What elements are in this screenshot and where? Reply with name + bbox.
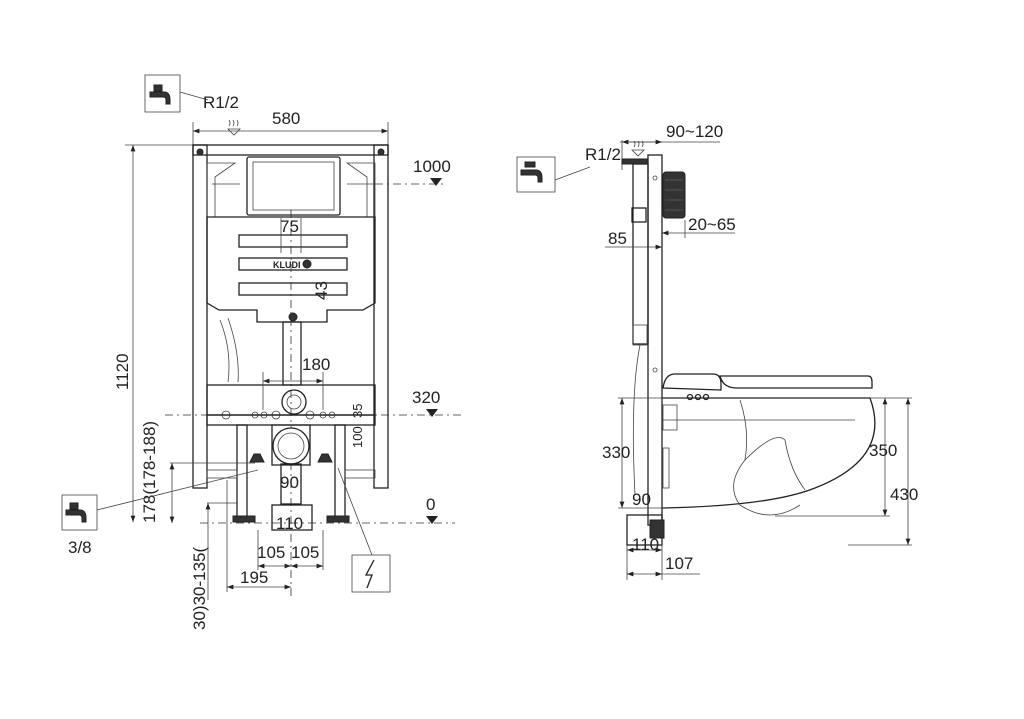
side-drain-dimension: 330 [602,443,630,462]
support-dimension: 195 [240,568,268,587]
left-spacing-dimension: 105 [257,543,285,562]
frame-depth-dimension: 85 [608,229,627,248]
tap-icon [144,74,209,113]
side-supply-label: R1/2 [585,145,621,164]
tap-icon [516,156,591,193]
floor-level: 0 [426,495,435,514]
side-outlet-dimension: 110 [632,535,659,554]
hot-water-icon [631,140,645,157]
width-dimension: 580 [272,109,300,128]
front-view: R1/2 580 1120 1000 KLUDI 75 [61,74,465,630]
depth-dimension: 90~120 [666,122,723,141]
toilet-bowl [661,373,876,516]
connector-dimension: 90 [280,473,299,492]
actuator-height-dimension: 1000 [413,157,451,176]
level-marker-icon [430,178,442,186]
slot-spacing-dimension: 43 [312,281,331,300]
brand-logo: KLUDI [273,260,301,270]
wall-thickness-dimension: 20~65 [688,215,736,234]
cutout-width-dimension: 75 [280,217,299,236]
right-spacing-dimension: 105 [291,543,319,562]
base-dimension: 107 [665,554,693,573]
side-view: R1/2 90~120 85 20~65 [516,122,918,580]
hot-water-icon [227,119,241,136]
offset-100-dimension: 100 [350,426,365,448]
electric-icon [337,467,391,593]
seat-height-dimension: 430 [890,485,918,504]
side-connector-dimension: 90 [632,490,651,509]
tap-icon [61,469,259,531]
offset-35-dimension: 35 [350,404,365,418]
supply-label: R1/2 [203,93,239,112]
height-dimension: 1120 [113,353,132,390]
foot-adjust-dimension: 30)30-135( [190,546,209,630]
level-marker-icon [426,516,438,524]
outlet-dimension: 110 [276,514,303,533]
pipe-spacing-dimension: 180 [302,355,330,374]
angle-valve-label: 3/8 [68,538,92,557]
foot-height-dimension: 178(178-188) [140,421,159,523]
level-marker-icon [426,409,438,417]
drain-height-dimension: 320 [412,388,440,407]
bowl-height-dimension: 350 [869,441,897,460]
